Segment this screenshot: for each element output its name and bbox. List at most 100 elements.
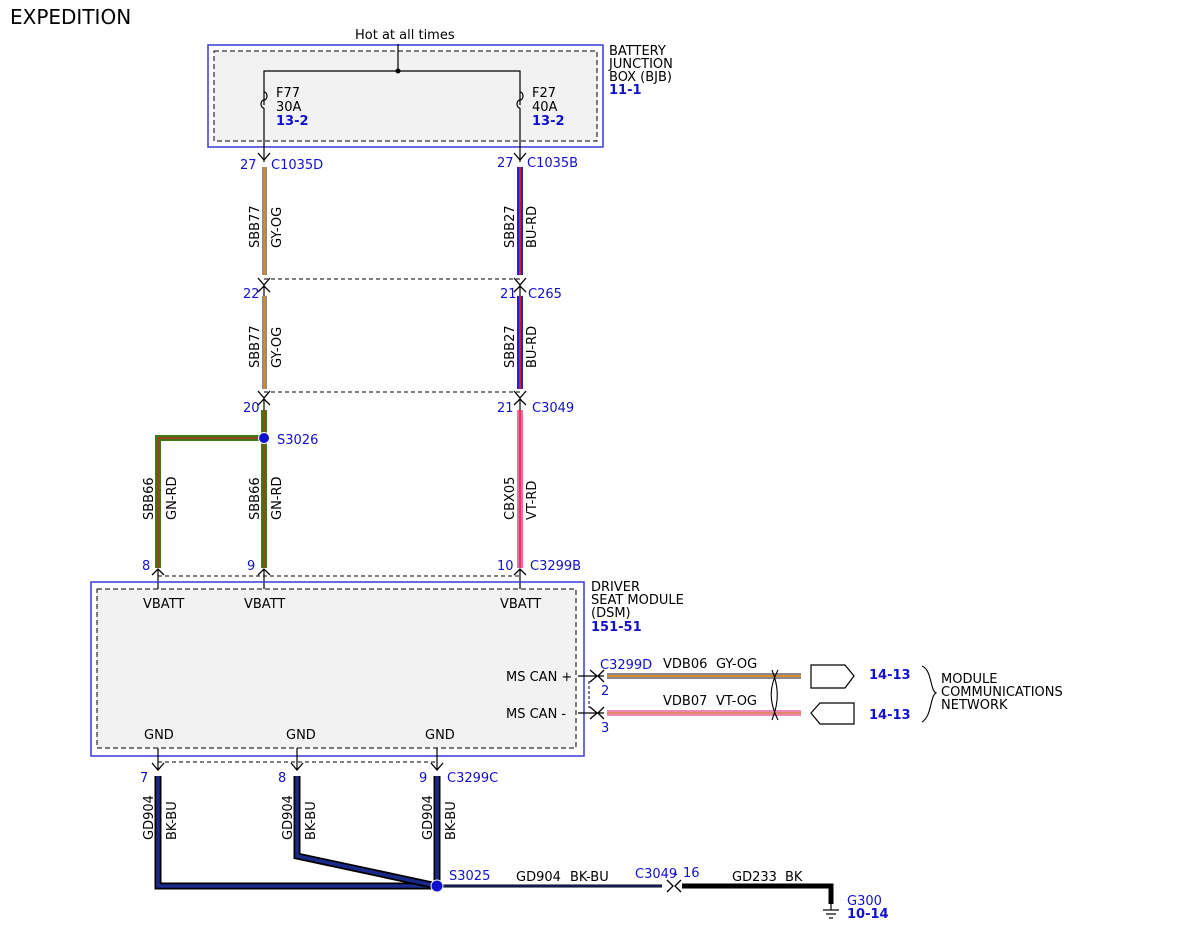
wire-w12-color: BK-BU	[444, 801, 459, 840]
wire-w3-color: GY-OG	[270, 327, 285, 368]
bjb-bus	[263, 70, 521, 105]
connector-c1035d-arrow-icon	[257, 152, 271, 161]
wire-w10-color: BK-BU	[165, 801, 180, 840]
c3049-ground-dash: -	[673, 867, 678, 882]
network-name-line-2: COMMUNICATIONS	[941, 685, 1063, 700]
twisted-pair-icon	[770, 669, 779, 721]
wire-w13-color: BK-BU	[570, 870, 609, 885]
wire-w6-circuit: SBB66	[248, 477, 263, 520]
bjb-name-line-1: BATTERY	[609, 44, 666, 59]
connector-c3299d-pin2-right-icon	[597, 669, 605, 683]
c3049-ground-pin: 16	[683, 866, 700, 881]
wire-w11-color: BK-BU	[304, 801, 319, 840]
wire-w14-color: BK	[785, 870, 803, 885]
wire-w6-stripe	[263, 410, 265, 568]
hot-at-all-times-label: Hot at all times	[355, 28, 455, 43]
connector-c1035b-arrow-icon	[513, 152, 527, 161]
wire-w7-color: VT-RD	[525, 481, 540, 520]
splice-s3026-label: S3026	[277, 433, 318, 448]
fuse-icon-f27	[516, 91, 524, 109]
dsm-vbatt-1: VBATT	[143, 597, 184, 612]
fuse-f27-ref[interactable]: 13-2	[532, 114, 565, 129]
wire-w5-color: GN-RD	[165, 476, 180, 520]
dsm-ms-can-minus: MS CAN -	[506, 707, 566, 722]
bjb-name-line-3: BOX (BJB)	[609, 70, 672, 85]
fuse-f27-rating: 40A	[532, 100, 558, 115]
network-brace-icon	[921, 665, 938, 723]
c3299b-name: C3299B	[530, 559, 581, 574]
c1035b-name: C1035B	[527, 156, 578, 171]
dsm-gnd-1: GND	[144, 728, 174, 743]
dsm-vbatt-3: VBATT	[500, 597, 541, 612]
connector-c3299d-pin3-right-icon	[597, 706, 605, 720]
network-ref-minus[interactable]: 14-13	[869, 708, 911, 723]
c3049-left-pin: 20	[243, 401, 260, 416]
wire-w8-color: GY-OG	[716, 657, 757, 672]
network-name-line-1: MODULE	[941, 672, 997, 687]
dsm-gnd-2: GND	[286, 728, 316, 743]
connector-c3299d-pin2-left-icon	[589, 669, 598, 683]
connector-c3049-ground-left-icon	[666, 879, 674, 893]
connector-c3299d-pin3-left-icon	[589, 706, 598, 720]
c1035d-name: C1035D	[271, 158, 323, 173]
wire-w6-color: GN-RD	[270, 476, 285, 520]
wire-w10	[156, 776, 437, 888]
wire-w2-stripe	[519, 167, 521, 275]
wire-w4-circuit: SBB27	[503, 325, 518, 368]
c3299d-pin-2: 2	[601, 684, 609, 699]
fuse-f27-id: F27	[532, 86, 556, 101]
wire-w1-stripe	[263, 167, 266, 275]
wire-w9-stripe	[607, 712, 801, 714]
c3299c-pin-7: 7	[140, 771, 148, 786]
wire-w14	[682, 883, 834, 904]
wire-w2-color: BU-RD	[525, 206, 540, 248]
wire-w9-color: VT-OG	[716, 694, 757, 709]
connector-c3299c-pin7-icon	[151, 762, 165, 771]
c3299c-name: C3299C	[447, 771, 498, 786]
page-title: EXPEDITION	[10, 5, 131, 29]
wire-w7-circuit: CBX05	[503, 477, 518, 520]
bjb-ref[interactable]: 11-1	[609, 83, 642, 98]
bjb-inner-box	[213, 50, 598, 142]
wire-w11	[295, 776, 438, 888]
ground-ref[interactable]: 10-14	[847, 907, 889, 922]
c3299c-pin-8: 8	[278, 771, 286, 786]
splice-s3026-dot	[258, 432, 270, 444]
wire-w9-circuit: VDB07	[663, 694, 707, 709]
fuse-f77-id: F77	[276, 86, 300, 101]
wire-w3-circuit: SBB77	[248, 325, 263, 368]
connector-c3299c-pin9-icon	[430, 762, 444, 771]
bjb-outer-box	[207, 44, 604, 148]
c265-left-pin: 22	[243, 287, 260, 302]
splice-s3025-dot	[430, 879, 444, 893]
fuse-icon-f77	[260, 91, 268, 109]
network-flag-plus-icon	[810, 664, 855, 689]
c3299d-pin-3: 3	[601, 721, 609, 736]
dsm-name-line-2: SEAT MODULE	[591, 593, 684, 608]
fuse-f77-ref[interactable]: 13-2	[276, 114, 309, 129]
c265-name: C265	[528, 287, 562, 302]
c3049-name: C3049	[532, 401, 574, 416]
connector-c3299c-pin8-icon	[290, 762, 304, 771]
c1035d-pin: 27	[240, 158, 257, 173]
c3299c-pin-9: 9	[419, 771, 427, 786]
network-ref-plus[interactable]: 14-13	[869, 668, 911, 683]
c265-pin: 21	[500, 287, 517, 302]
c3299b-pin-8: 8	[142, 559, 150, 574]
dsm-ref[interactable]: 151-51	[591, 620, 642, 635]
c3299b-pin-10: 10	[497, 559, 514, 574]
dsm-vbatt-2: VBATT	[244, 597, 285, 612]
dsm-inner-box	[96, 588, 577, 749]
wire-w1-color: GY-OG	[270, 207, 285, 248]
wire-w2-circuit: SBB27	[503, 205, 518, 248]
wire-w5-circuit: SBB66	[142, 477, 157, 520]
wire-w11-circuit: GD904	[281, 795, 296, 840]
c3299b-pin-9: 9	[247, 559, 255, 574]
wire-w1-circuit: SBB77	[248, 205, 263, 248]
wire-w12-circuit: GD904	[421, 795, 436, 840]
bjb-name-line-2: JUNCTION	[608, 57, 673, 72]
c1035b-pin: 27	[497, 156, 514, 171]
wire-w10-circuit: GD904	[142, 795, 157, 840]
dsm-ms-can-plus: MS CAN +	[506, 670, 572, 685]
wire-w7-stripe	[519, 410, 521, 568]
